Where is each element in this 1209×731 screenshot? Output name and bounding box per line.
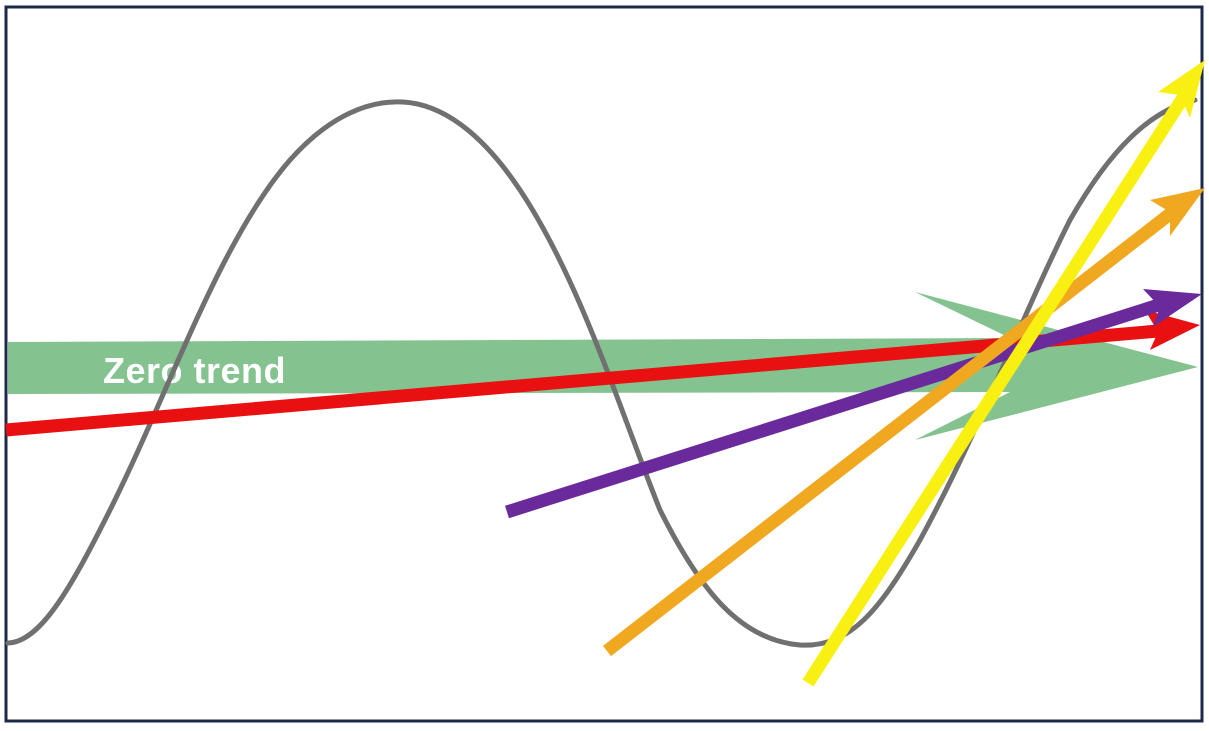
yellow-trend-arrow <box>802 60 1205 687</box>
purple-trend-arrow <box>505 289 1202 519</box>
orange-trend-arrow <box>603 188 1205 657</box>
zero-trend-label: Zero trend <box>103 350 286 391</box>
